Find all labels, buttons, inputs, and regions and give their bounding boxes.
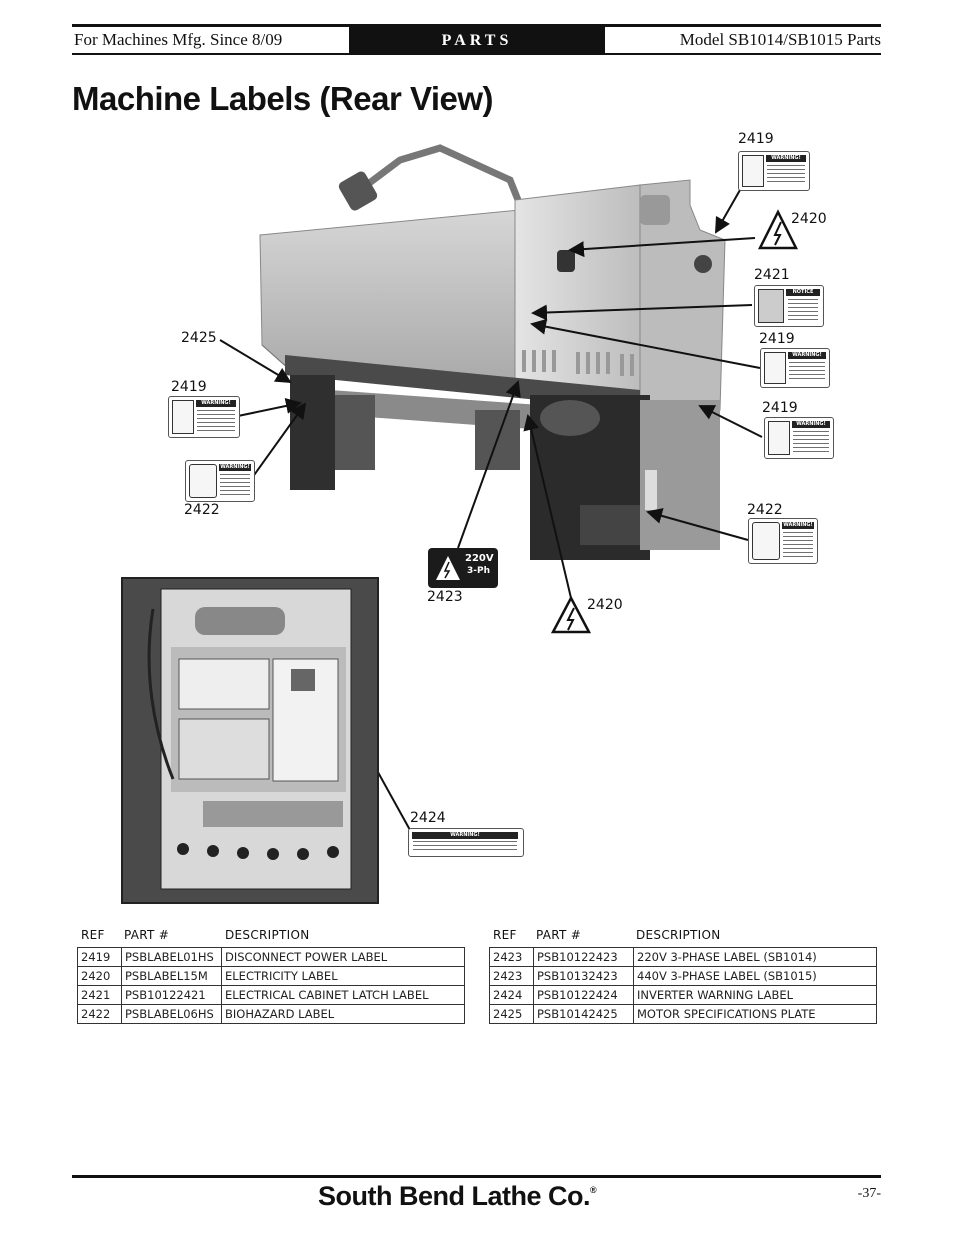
left-table-header-part: PART # [124,928,170,942]
table-cell-desc: BIOHAZARD LABEL [221,1004,465,1024]
label-220v-text: 220V [465,553,494,564]
callout-2419-top: 2419 [738,131,774,147]
header-section-title: PARTS [349,27,605,53]
lathe-bed [285,355,720,560]
table-cell-ref: 2424 [489,985,534,1005]
callout-2420-bottom: 2420 [587,597,623,613]
rear-view-figure: 220V 3-Ph WARNING! NOTICE WARNING! WARNI… [121,131,834,904]
electrical-panel-photo [121,577,379,904]
table-cell-part: PSBLABEL15M [121,966,222,986]
table-row: 2423 PSB10122423 220V 3-PHASE LABEL (SB1… [489,947,877,967]
table-cell-ref: 2422 [77,1004,122,1024]
parts-table-right: 2423 PSB10122423 220V 3-PHASE LABEL (SB1… [489,947,877,1024]
callout-arrows [219,189,763,831]
callout-2419-left: 2419 [171,379,207,395]
table-row: 2421 PSB10122421 ELECTRICAL CABINET LATC… [77,985,465,1005]
table-row: 2423 PSB10132423 440V 3-PHASE LABEL (SB1… [489,966,877,986]
table-cell-desc: ELECTRICAL CABINET LATCH LABEL [221,985,465,1005]
table-cell-part: PSBLABEL01HS [121,947,222,967]
table-row: 2425 PSB10142425 MOTOR SPECIFICATIONS PL… [489,1004,877,1024]
electricity-label-bottom [550,595,592,634]
table-row: 2420 PSBLABEL15M ELECTRICITY LABEL [77,966,465,986]
electrical-cabinet-latch-label: NOTICE [754,285,824,327]
electrical-panel-illustration [123,579,377,902]
footer-brand-text: South Bend Lathe Co. [318,1181,590,1211]
table-cell-part: PSBLABEL06HS [121,1004,222,1024]
callout-2419-right: 2419 [762,400,798,416]
callout-2419-mid: 2419 [759,331,795,347]
footer-rule [72,1175,881,1178]
table-cell-desc: 220V 3-PHASE LABEL (SB1014) [633,947,877,967]
lathe-rear-illustration [219,144,799,831]
footer-brand: South Bend Lathe Co.® [318,1181,597,1212]
header-bottom-rule [72,53,881,55]
table-cell-part: PSB10122421 [121,985,222,1005]
table-row: 2422 PSBLABEL06HS BIOHAZARD LABEL [77,1004,465,1024]
table-row: 2424 PSB10122424 INVERTER WARNING LABEL [489,985,877,1005]
headstock-cabinet [514,179,726,411]
electricity-label-top [757,209,799,250]
header-machines-date: For Machines Mfg. Since 8/09 [74,30,283,49]
callout-2425: 2425 [181,330,217,346]
disconnect-power-label-2: WARNING! [760,348,830,388]
table-cell-desc: MOTOR SPECIFICATIONS PLATE [633,1004,877,1024]
callout-2421: 2421 [754,267,790,283]
table-cell-ref: 2419 [77,947,122,967]
table-cell-desc: 440V 3-PHASE LABEL (SB1015) [633,966,877,986]
table-cell-part: PSB10122423 [533,947,634,967]
page-title: Machine Labels (Rear View) [72,80,494,117]
label-220v-3ph [428,548,498,588]
right-table-header-ref: REF [493,928,517,942]
right-table-header-part: PART # [536,928,582,942]
biohazard-label-right: WARNING! [748,518,818,564]
registered-mark: ® [589,1185,597,1195]
disconnect-power-label-1: WARNING! [738,151,810,191]
table-cell-ref: 2423 [489,947,534,967]
left-table-header-desc: DESCRIPTION [225,928,310,942]
disconnect-power-label-3: WARNING! [764,417,834,459]
callout-2422-left: 2422 [184,502,220,518]
callout-2422-right: 2422 [747,502,783,518]
table-cell-ref: 2420 [77,966,122,986]
header-top-rule [72,24,881,27]
table-row: 2419 PSBLABEL01HS DISCONNECT POWER LABEL [77,947,465,967]
work-lamp [338,144,524,211]
table-cell-ref: 2425 [489,1004,534,1024]
header-model: Model SB1014/SB1015 Parts [679,30,881,49]
inverter-warning-label: WARNING! [408,828,524,857]
parts-table-left: 2419 PSBLABEL01HS DISCONNECT POWER LABEL… [77,947,465,1024]
table-cell-part: PSB10122424 [533,985,634,1005]
table-cell-ref: 2421 [77,985,122,1005]
disconnect-power-label-4: WARNING! [168,396,240,438]
table-cell-desc: ELECTRICITY LABEL [221,966,465,986]
table-cell-part: PSB10142425 [533,1004,634,1024]
table-cell-desc: INVERTER WARNING LABEL [633,985,877,1005]
page-number: -37- [857,1186,881,1201]
callout-2420-top: 2420 [791,211,827,227]
callout-2423: 2423 [427,589,463,605]
label-3ph-text: 3-Ph [467,566,491,576]
table-cell-ref: 2423 [489,966,534,986]
table-cell-desc: DISCONNECT POWER LABEL [221,947,465,967]
right-table-header-desc: DESCRIPTION [636,928,721,942]
left-table-header-ref: REF [81,928,105,942]
callout-2424: 2424 [410,810,446,826]
biohazard-label-left: WARNING! [185,460,255,502]
table-cell-part: PSB10132423 [533,966,634,986]
